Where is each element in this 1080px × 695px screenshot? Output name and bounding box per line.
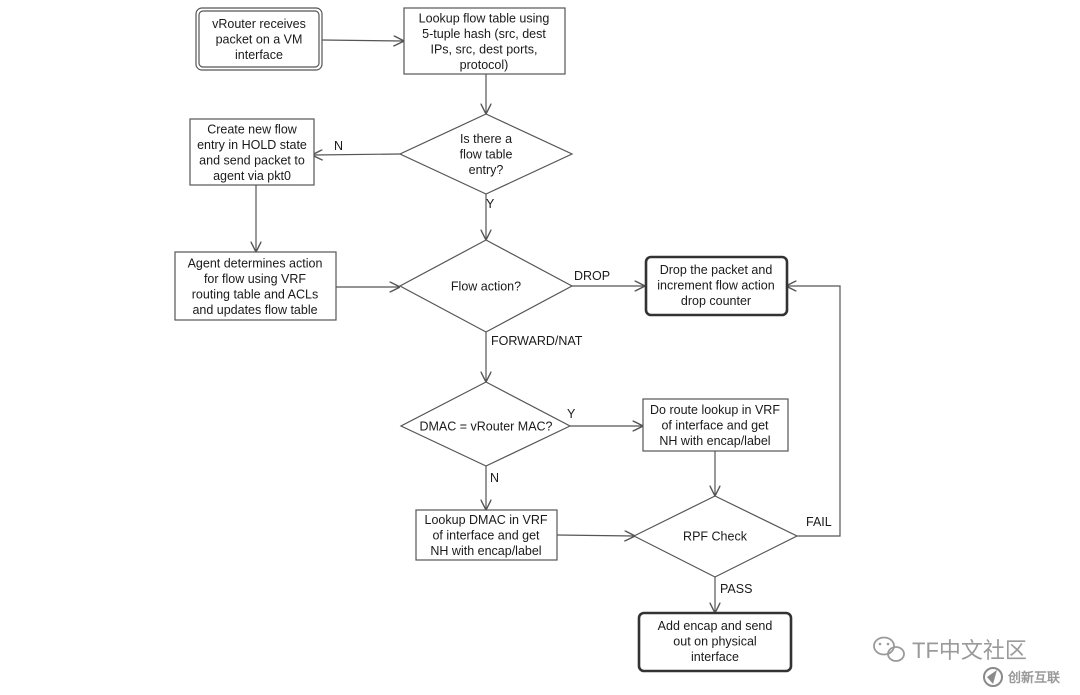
- node-text-line: for flow using VRF: [204, 272, 306, 286]
- node-text-line: Flow action?: [451, 280, 521, 294]
- node-text-line: Add encap and send: [658, 619, 773, 633]
- node-text-line: NH with encap/label: [430, 544, 541, 558]
- node-text-line: entry?: [469, 163, 504, 177]
- node-text-line: Create new flow: [207, 122, 298, 136]
- node-text-line: RPF Check: [683, 530, 748, 544]
- label-fail: FAIL: [806, 515, 832, 529]
- watermark: TF中文社区 创新互联: [873, 636, 1060, 687]
- node-text-line: Do route lookup in VRF: [650, 403, 780, 417]
- node-text-line: of interface and get: [661, 419, 769, 433]
- node-text-line: Agent determines action: [188, 256, 323, 270]
- node-text-line: Drop the packet and: [660, 263, 773, 277]
- node-text-line: flow table: [460, 148, 513, 162]
- route-lookup-text: Do route lookup in VRF of interface and g…: [650, 403, 780, 448]
- node-text-line: of interface and get: [432, 529, 540, 543]
- flow-action-decision-text: Flow action?: [451, 280, 521, 294]
- label-yes-entry: Y: [486, 197, 495, 211]
- label-dmac-yes: Y: [567, 407, 576, 421]
- wechat-icon: [873, 636, 905, 662]
- edges: [256, 40, 841, 612]
- flow-action-decision: Flow action?: [398, 239, 574, 333]
- node-text-line: IPs, src, dest ports,: [431, 42, 538, 56]
- edge-lookup-dmac-to-rpf: [556, 535, 634, 536]
- lookup-flow-table-box: Lookup flow table using 5-tuple hash (src…: [403, 7, 566, 75]
- node-text-line: packet on a VM: [216, 33, 303, 47]
- agent-determines-box: Agent determines action for flow using VR…: [174, 251, 337, 321]
- node-text-line: entry in HOLD state: [197, 138, 307, 152]
- edge-flow-entry-no: [313, 154, 401, 155]
- edge-rpf-fail: [787, 286, 841, 537]
- watermark-secondary-text: 创新互联: [1007, 670, 1060, 685]
- node-text-line: and send packet to: [199, 153, 305, 167]
- label-dmac-no: N: [490, 471, 499, 485]
- rpf-check-decision: RPF Check: [632, 495, 799, 578]
- agent-determines-text: Agent determines action for flow using VR…: [188, 256, 323, 317]
- label-no-entry: N: [334, 139, 343, 153]
- node-text-line: Lookup flow table using: [419, 11, 550, 25]
- node-text-line: out on physical: [673, 635, 756, 649]
- node-text-line: interface: [691, 650, 739, 664]
- lookup-flow-table-text: Lookup flow table using 5-tuple hash (src…: [419, 11, 550, 72]
- node-text-line: NH with encap/label: [659, 434, 770, 448]
- label-pass: PASS: [720, 582, 752, 596]
- node-text-line: Lookup DMAC in VRF: [425, 513, 548, 527]
- rpf-check-decision-text: RPF Check: [683, 530, 748, 544]
- node-text-line: DMAC = vRouter MAC?: [419, 420, 552, 434]
- node-text-line: increment flow action: [657, 279, 774, 293]
- node-text-line: and updates flow table: [192, 303, 317, 317]
- dmac-decision-text: DMAC = vRouter MAC?: [419, 420, 552, 434]
- node-text-line: routing table and ACLs: [192, 287, 318, 301]
- edge-start-to-lookup: [321, 40, 403, 41]
- node-text-line: protocol): [460, 58, 509, 72]
- drop-packet-box: Drop the packet and increment flow action…: [644, 255, 789, 317]
- dmac-decision: DMAC = vRouter MAC?: [399, 381, 572, 467]
- route-lookup-box: Do route lookup in VRF of interface and g…: [642, 398, 789, 452]
- watermark-primary-text: TF中文社区: [912, 638, 1027, 663]
- node-text-line: vRouter receives: [212, 17, 306, 31]
- node-text-line: 5-tuple hash (src, dest: [422, 27, 546, 41]
- node-text-line: Is there a: [460, 132, 512, 146]
- label-forward-nat: FORWARD/NAT: [491, 334, 583, 348]
- label-drop: DROP: [574, 269, 610, 283]
- edge-labels: N Y DROP FORWARD/NAT Y N FAIL PASS: [334, 139, 832, 596]
- drop-packet-text: Drop the packet and increment flow action…: [657, 263, 774, 308]
- node-text-line: interface: [235, 48, 283, 62]
- brand-logo-icon: [983, 667, 1003, 687]
- node-text-line: drop counter: [681, 294, 751, 308]
- node-text-line: agent via pkt0: [213, 169, 291, 183]
